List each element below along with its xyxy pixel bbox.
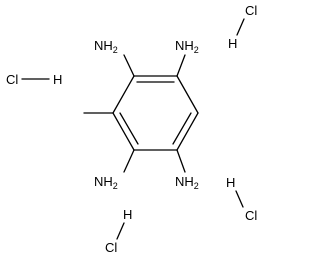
double-bond-inner-2 bbox=[172, 112, 192, 145]
hydrogen-label: H bbox=[228, 36, 237, 51]
amine-group-top-right: NH2 bbox=[175, 38, 199, 55]
hcl-bond bbox=[235, 190, 244, 208]
benzene-ring bbox=[112, 75, 199, 151]
hcl-salt-bottom-left: H Cl bbox=[105, 207, 132, 255]
chlorine-label: Cl bbox=[105, 240, 117, 255]
amine-bond-top-right bbox=[176, 54, 186, 77]
molecule-diagram: NH2 NH2 NH2 NH2 Cl H Cl H H Cl H Cl bbox=[6, 3, 257, 255]
substituent-bonds bbox=[83, 54, 186, 173]
ring-bond-6 bbox=[112, 75, 135, 114]
amine-bond-top-left bbox=[123, 54, 135, 77]
hydrogen-label: H bbox=[226, 175, 235, 190]
ring-bond-2 bbox=[176, 75, 199, 114]
chlorine-label: Cl bbox=[245, 3, 257, 18]
double-bond-inner-3 bbox=[119, 112, 139, 145]
amine-label: NH2 bbox=[94, 38, 118, 55]
ring-bond-5 bbox=[112, 112, 135, 151]
amine-bond-bottom-right bbox=[176, 149, 186, 173]
ring-bond-3 bbox=[176, 112, 199, 151]
hcl-salt-bottom-right: H Cl bbox=[226, 175, 257, 223]
chlorine-label: Cl bbox=[6, 72, 18, 87]
amine-label: NH2 bbox=[175, 174, 199, 191]
amine-label: NH2 bbox=[175, 38, 199, 55]
hydrogen-label: H bbox=[53, 72, 62, 87]
hcl-salt-left: Cl H bbox=[6, 72, 62, 87]
hydrogen-label: H bbox=[123, 207, 132, 222]
amine-group-top-left: NH2 bbox=[94, 38, 118, 55]
chlorine-label: Cl bbox=[245, 208, 257, 223]
hcl-salt-top-right: Cl H bbox=[228, 3, 257, 51]
amine-label: NH2 bbox=[94, 174, 118, 191]
amine-group-bottom-right: NH2 bbox=[175, 174, 199, 191]
hcl-bond bbox=[236, 18, 245, 36]
amine-group-bottom-left: NH2 bbox=[94, 174, 118, 191]
hcl-bond bbox=[116, 222, 125, 240]
amine-bond-bottom-left bbox=[123, 149, 135, 173]
